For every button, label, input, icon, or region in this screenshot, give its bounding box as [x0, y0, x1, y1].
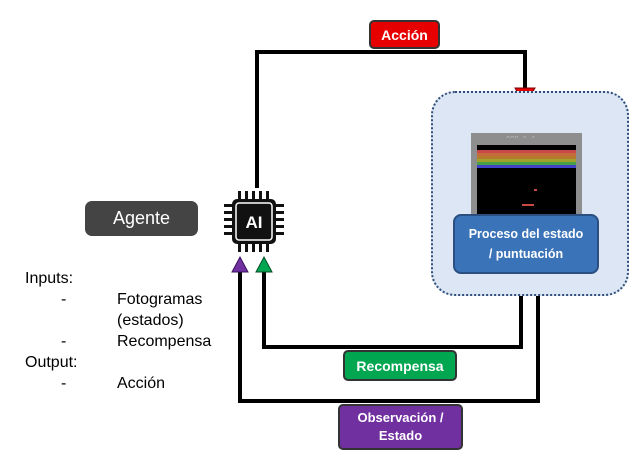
agent-label: Agente	[85, 201, 198, 236]
input-item: - Fotogramas (estados)	[25, 289, 265, 331]
reward-arrowhead	[255, 255, 273, 273]
agent-label-text: Agente	[112, 208, 171, 228]
action-label: Acción	[369, 20, 440, 49]
process-state-box: Proceso del estado / puntuación	[453, 214, 599, 274]
input-bullet: -	[61, 333, 67, 350]
observation-line	[238, 272, 540, 403]
input-item: - Recompensa	[25, 331, 265, 352]
output-heading: Output:	[25, 354, 78, 371]
observation-label: Observación / Estado	[338, 404, 463, 450]
ai-chip-icon: AI	[224, 191, 284, 252]
reward-label-text: Recompensa	[356, 357, 444, 374]
action-label-text: Acción	[381, 26, 428, 43]
observation-label-text: Observación / Estado	[357, 410, 444, 443]
reward-line	[262, 272, 523, 349]
output-bullet: -	[61, 375, 67, 392]
action-line	[255, 50, 527, 188]
input-item-text: Recompensa	[117, 333, 212, 350]
output-item: - Acción	[25, 373, 265, 394]
ai-chip-text: AI	[246, 213, 263, 232]
output-item-text: Acción	[117, 375, 166, 392]
inputs-heading: Inputs:	[25, 270, 74, 287]
observation-arrowhead	[231, 255, 249, 273]
reward-label: Recompensa	[343, 350, 457, 381]
process-state-text: Proceso del estado / puntuación	[468, 227, 584, 261]
input-item-text: Fotogramas (estados)	[117, 291, 203, 329]
input-bullet: -	[61, 291, 67, 308]
io-notes: Inputs: - Fotogramas (estados) - Recompe…	[25, 268, 265, 394]
